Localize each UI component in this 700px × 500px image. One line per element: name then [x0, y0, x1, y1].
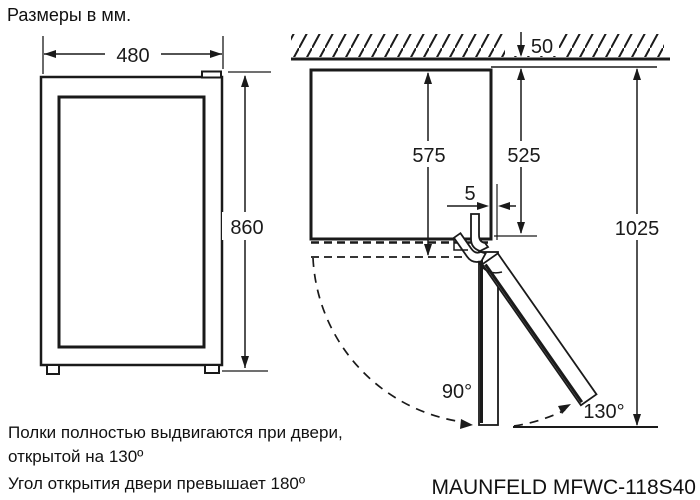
front-width-dimension: 480 [42, 36, 224, 74]
arrowhead-right-icon [477, 202, 489, 210]
arrowhead-up-icon [633, 68, 641, 80]
model-name: MAUNFELD MFWC-118S40 [431, 476, 697, 499]
notes-block: Полки полностью выдвигаются при двери, о… [8, 421, 343, 496]
arrowhead-left-icon [498, 202, 510, 210]
top-view: 50 [291, 32, 670, 429]
left-foot [46, 364, 60, 375]
front-width-label: 480 [116, 45, 149, 67]
top-hinge-cover [201, 70, 222, 79]
door-handle [452, 231, 487, 263]
arrowhead-up-icon [517, 68, 525, 80]
arrowhead-up-icon [424, 72, 432, 84]
body-depth-label: 525 [507, 145, 540, 167]
wall-hatch [291, 34, 664, 57]
front-height-label: 860 [230, 217, 263, 239]
arrowhead-right-icon [460, 419, 473, 429]
right-foot [204, 364, 220, 374]
wall-clearance-label: 50 [531, 36, 553, 58]
door-swing-arc [312, 257, 571, 429]
front-view: 480 860 [39, 36, 272, 375]
arrowhead-down-icon [633, 414, 641, 426]
door-handle [470, 213, 490, 252]
door-open-130 [452, 231, 598, 407]
arrowhead-down-icon [517, 45, 525, 57]
arrowhead-down-icon [517, 222, 525, 234]
wall-clearance-dimension: 50 [517, 32, 553, 58]
top-cabinet-outline [309, 68, 493, 241]
hinge-bracket [453, 239, 468, 251]
door-angle-130-label: 130° [583, 401, 624, 423]
door-angle-90-label: 90° [442, 381, 472, 403]
note-line-3: Угол открытия двери превышает 180º [8, 474, 306, 493]
total-depth-dimension: 1025 [608, 68, 666, 426]
arrowhead-left-icon [44, 50, 56, 58]
door-gap-dimension: 5 [447, 183, 516, 240]
depth-with-door-label: 575 [412, 145, 445, 167]
hinge-arc [477, 260, 503, 274]
front-height-dimension: 860 [222, 71, 272, 372]
note-line-2: открытой на 130º [8, 447, 144, 466]
total-depth-label: 1025 [615, 218, 660, 240]
page-title: Размеры в мм. [7, 5, 132, 25]
glass-door-frame [57, 95, 206, 349]
arrowhead-up-icon [241, 75, 249, 87]
arrowhead-right-icon [210, 50, 222, 58]
door-gap-label: 5 [464, 183, 475, 205]
arrowhead-upright-icon [558, 404, 571, 414]
door-open-90 [470, 213, 499, 426]
body-depth-dimension: 525 [494, 68, 550, 237]
note-line-1: Полки полностью выдвигаются при двери, [8, 423, 343, 442]
arrowhead-down-icon [241, 356, 249, 368]
depth-with-door-dimension: 575 [403, 72, 455, 256]
arrowhead-down-icon [424, 244, 432, 256]
